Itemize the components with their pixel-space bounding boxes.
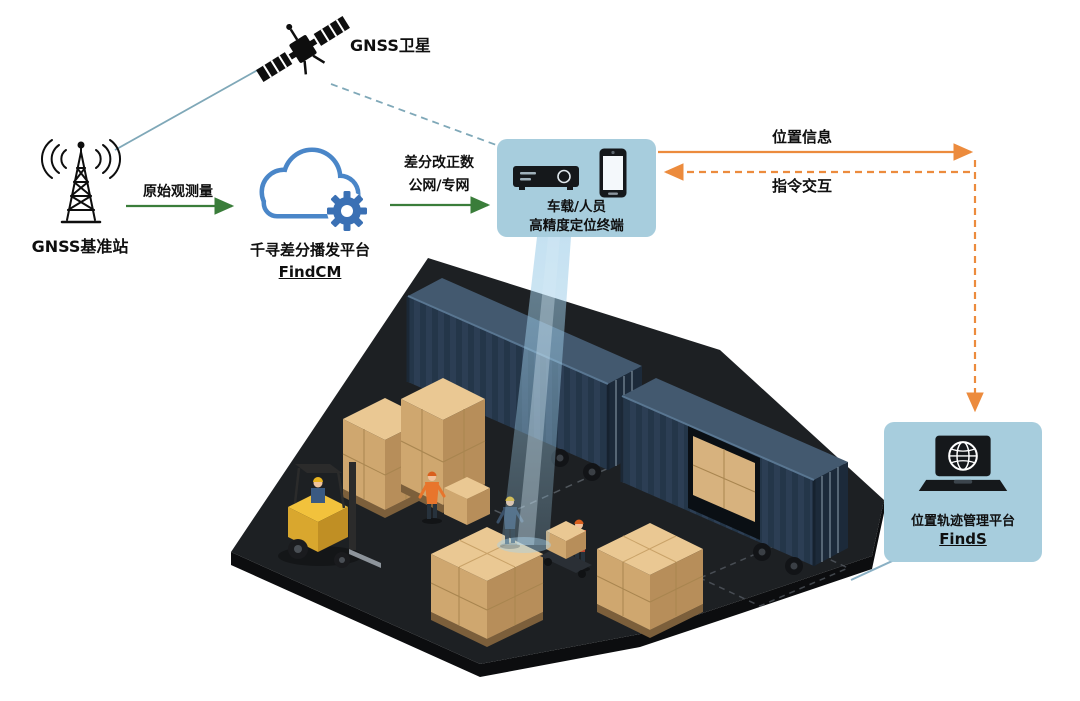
connectors bbox=[114, 61, 984, 581]
gnss-base-station-label: GNSS基准站 bbox=[31, 237, 129, 256]
findcm-product-name: FindCM bbox=[278, 263, 342, 281]
gnss-satellite-label: GNSS卫星 bbox=[350, 36, 431, 55]
satellite-to-terminal-line bbox=[330, 83, 500, 147]
finds-product-name: FindS bbox=[939, 530, 987, 548]
zone-marking bbox=[698, 539, 850, 607]
gnss-satellite-icon bbox=[248, 6, 358, 96]
raw-observation-label: 原始观测量 bbox=[143, 184, 213, 200]
position-info-label: 位置信息 bbox=[771, 128, 832, 146]
terminal-callout: 车载/人员 高精度定位终端 bbox=[497, 139, 656, 237]
laptop-globe-icon bbox=[913, 432, 1013, 506]
positioning-beam bbox=[497, 237, 571, 553]
command-interaction-label: 指令交互 bbox=[771, 177, 832, 195]
findcm-cloud-icon bbox=[240, 134, 380, 242]
finds-callout: 位置轨迹管理平台 FindS bbox=[884, 422, 1042, 562]
cloud-shape bbox=[259, 147, 363, 219]
forklift-mast bbox=[349, 462, 356, 550]
satellite-to-base-station-line bbox=[114, 61, 273, 151]
receiver-device-icon bbox=[511, 161, 581, 199]
shipping-container-right bbox=[620, 378, 848, 575]
smartphone-icon bbox=[598, 147, 628, 203]
forklift-canopy bbox=[295, 464, 342, 473]
worker-1 bbox=[418, 471, 446, 524]
gear-icon bbox=[327, 191, 367, 231]
terminal-label-line2: 高精度定位终端 bbox=[529, 218, 624, 234]
pallet-jack bbox=[540, 521, 592, 578]
terminal-label-line1: 车载/人员 bbox=[547, 199, 606, 215]
forklift bbox=[278, 462, 381, 568]
corrections-label-line1: 差分改正数 bbox=[404, 155, 474, 171]
findcm-platform-name: 千寻差分播发平台 bbox=[249, 241, 370, 259]
forklift-forks bbox=[349, 549, 381, 568]
gnss-base-station-icon bbox=[26, 136, 136, 238]
corrections-label-line2: 公网/专网 bbox=[408, 178, 470, 194]
finds-platform-name: 位置轨迹管理平台 bbox=[910, 514, 1015, 529]
